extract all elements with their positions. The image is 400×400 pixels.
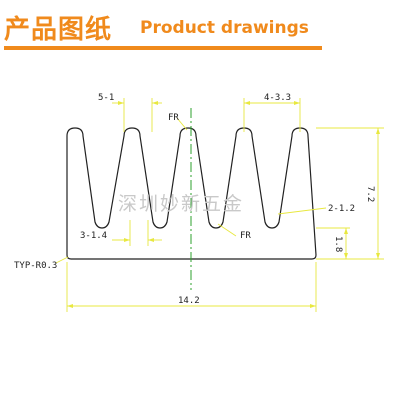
dim-base-thickness: 1.8 (333, 236, 343, 252)
dim-total-width: 14.2 (178, 296, 200, 306)
dim-fillet-bottom: FR (240, 231, 251, 241)
title-cn: 产品图纸 (4, 15, 113, 45)
header: 产品图纸 Product drawings (0, 0, 400, 50)
dim-fin-pitch: 4-3.3 (264, 93, 291, 103)
heatsink-profile (66, 127, 317, 260)
dim-fin-thickness: 5-1 (98, 93, 114, 103)
dimension-arrows (67, 101, 380, 308)
title-en: Product drawings (140, 18, 309, 38)
header-underline (4, 46, 322, 50)
dim-slot-width: 3-1.4 (80, 231, 107, 241)
dim-slot-radius: 2-1.2 (328, 204, 355, 214)
dim-corner-radius: TYP-R0.3 (14, 261, 57, 271)
dim-total-height: 7.2 (365, 186, 375, 202)
watermark: 深圳妙新五金 (118, 193, 244, 215)
dim-fillet-top: FR (168, 113, 179, 123)
